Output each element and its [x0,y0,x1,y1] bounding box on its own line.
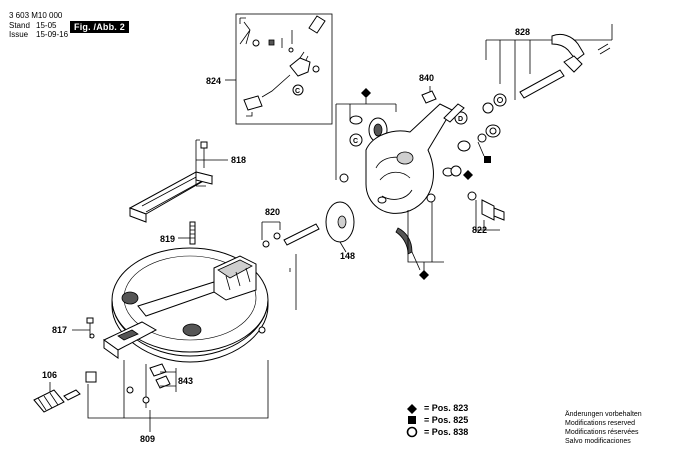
marker-c [349,133,363,147]
note-en: Modifications reserved [565,420,636,427]
marker-c-label: C [353,138,358,145]
diamond-marker-right [463,170,473,180]
stand-label: Stand [9,21,30,30]
legend-circle-icon [406,426,418,438]
bolt-822 [467,191,505,231]
legend-square-icon [408,416,416,424]
legend-pos-838: = Pos. 838 [424,427,469,437]
callout-148: 148 [340,251,355,261]
callout-819: 819 [160,234,175,244]
callout-824: 824 [206,76,221,86]
fence-818 [128,141,214,223]
callout-820: 820 [265,207,280,217]
legend-pos-823: = Pos. 823 [424,403,469,413]
diamond-marker-bottom [419,270,429,280]
doc-number: 3 603 M10 000 [9,11,63,20]
callout-817: 817 [52,325,67,335]
callout-843: 843 [178,376,193,386]
note-fr: Modifications réservées [565,429,639,436]
marker-d [454,111,468,125]
issue-value: 15-09-16 [36,30,69,39]
stand-value: 15-05 [36,21,57,30]
square-marker [484,156,491,163]
pivot-arm [339,103,473,214]
note-es: Salvo modificaciones [565,438,631,445]
knob-106 [33,389,81,413]
callout-809: 809 [140,434,155,444]
diamond-marker-top [361,88,371,98]
detail-box-824: C [235,13,333,125]
callout-106: 106 [42,370,57,380]
marker-d-label: D [458,116,463,123]
legend-diamond-icon [407,404,417,414]
callout-840: 840 [419,73,434,83]
legend-pos-825: = Pos. 825 [424,415,469,425]
disc-148 [325,201,355,253]
note-de: Änderungen vorbehalten [565,411,642,418]
issue-label: Issue [9,30,29,39]
marker-c-824 [292,84,304,96]
callout-828: 828 [515,27,530,37]
turntable-base [111,247,269,363]
callout-818: 818 [231,155,246,165]
marker-c-824-label: C [295,88,300,95]
group-828: 828 [457,24,613,163]
figure-label: Fig. /Abb. 2 [70,21,129,33]
callout-822: 822 [472,225,487,235]
